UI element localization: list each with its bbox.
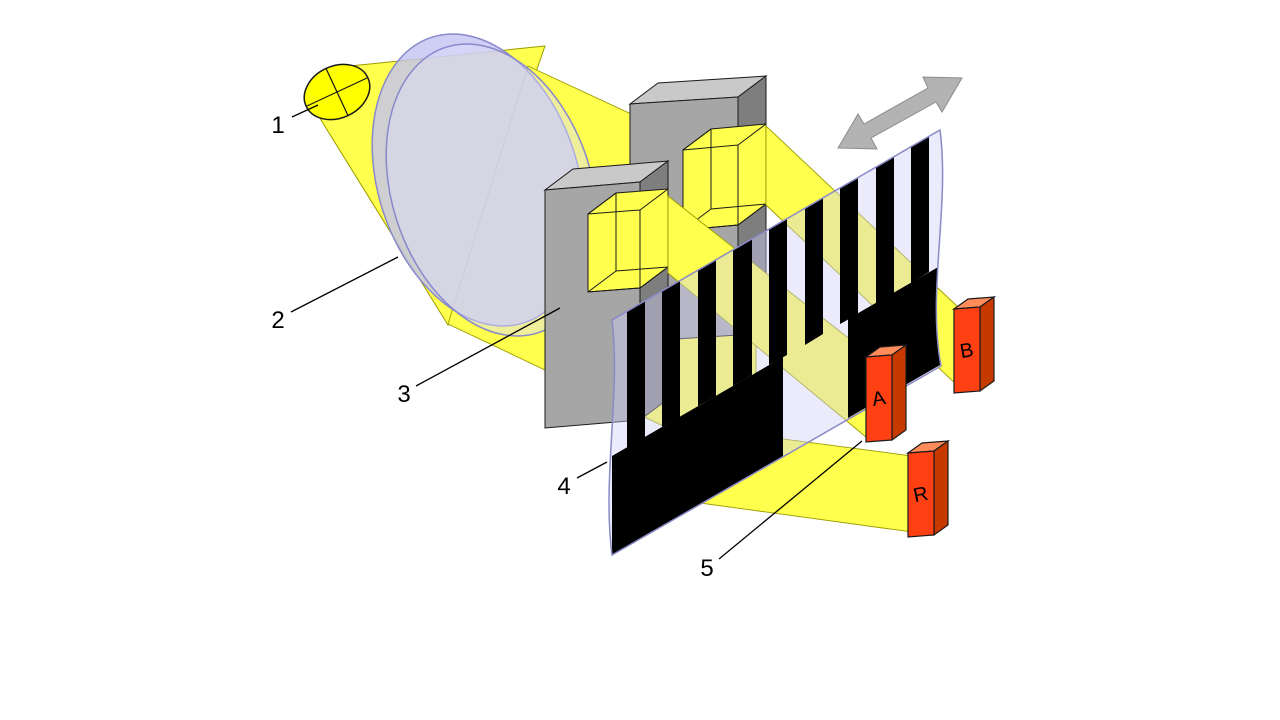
callout-label-lens: 2	[271, 307, 284, 334]
detector-a-front-face	[865, 354, 893, 443]
code-strip-pattern	[612, 136, 940, 555]
detector-r: R	[905, 439, 951, 538]
callout-line-1	[291, 104, 319, 118]
code-strip-outline	[608, 128, 944, 557]
strip-bar	[840, 177, 858, 324]
detector-b-label: B	[958, 339, 975, 363]
strip-bar	[805, 198, 823, 345]
detector-a: A	[863, 343, 909, 443]
detector-r-side-face	[933, 439, 949, 537]
strip-bar	[662, 280, 680, 427]
callout-label-lamp: 1	[271, 112, 284, 139]
callout-lines	[290, 104, 863, 560]
strip-bar	[876, 157, 894, 303]
detector-b-side-face	[979, 295, 995, 393]
callout-label-detectors: 5	[700, 555, 713, 582]
motion-direction-arrow-icon	[837, 76, 963, 150]
callout-label-scale: 4	[557, 473, 570, 500]
detector-r-front-face	[907, 450, 935, 538]
callout-line-5	[718, 440, 863, 560]
strip-lower-band-left	[612, 357, 783, 555]
strip-bar	[769, 219, 787, 365]
detector-a-label: A	[870, 387, 888, 411]
callout-line-2	[290, 256, 399, 313]
strip-bar	[733, 239, 752, 386]
code-strip	[608, 128, 944, 557]
detector-b-front-face	[953, 306, 981, 394]
strip-bar	[911, 136, 929, 283]
callout-line-3	[415, 307, 561, 387]
lamp-cross-line-v	[325, 68, 349, 116]
lamp	[303, 63, 371, 121]
callout-label-mask: 3	[397, 381, 410, 408]
callout-line-4	[576, 461, 608, 479]
strip-bar	[698, 260, 716, 406]
mask-front-plate	[543, 160, 670, 429]
mask-back-window	[682, 123, 767, 231]
detector-a-side-face	[891, 343, 907, 442]
mask-front-window	[587, 188, 669, 293]
lens-back-face	[371, 33, 585, 327]
detector-b: B	[951, 295, 997, 394]
detector-r-label: R	[911, 483, 930, 508]
strip-bar	[627, 301, 645, 448]
